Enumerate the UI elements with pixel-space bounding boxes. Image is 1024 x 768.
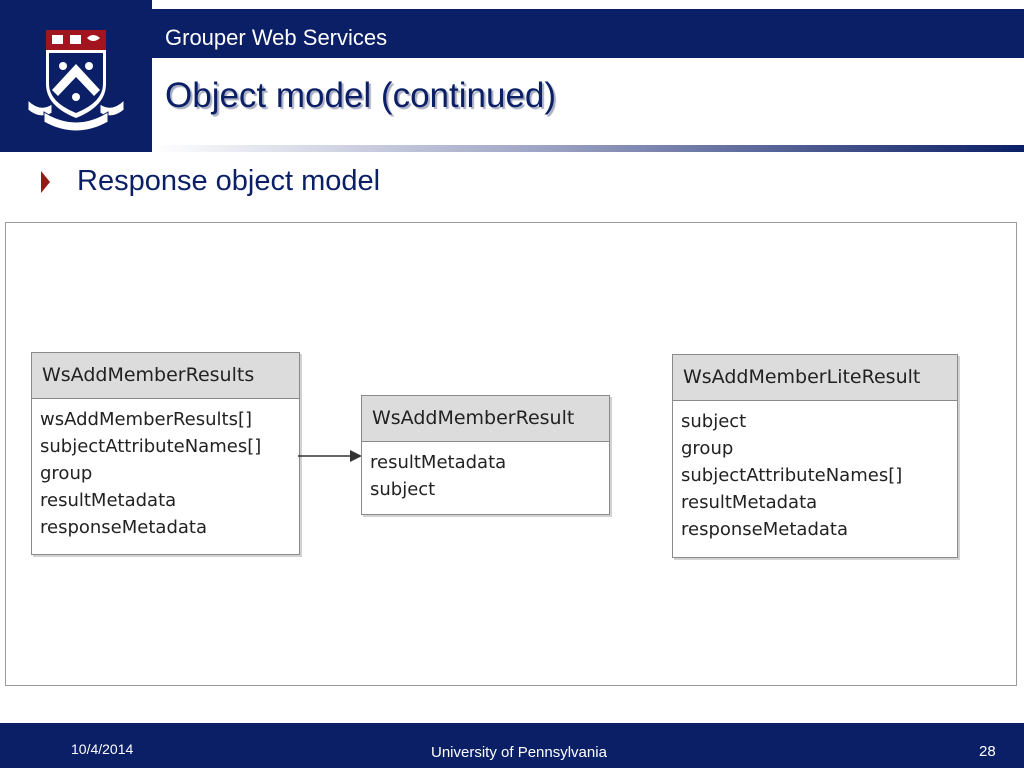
class-fields: wsAddMemberResults[] subjectAttributeNam… <box>32 399 299 548</box>
uml-class-ws-add-member-results: WsAddMemberResults wsAddMemberResults[] … <box>31 352 300 555</box>
footer-organization: University of Pennsylvania <box>431 744 607 761</box>
field: resultMetadata <box>40 490 177 511</box>
footer-date: 10/4/2014 <box>71 741 134 757</box>
field: subjectAttributeNames[] <box>40 436 262 457</box>
class-fields: resultMetadata subject <box>362 442 609 510</box>
title-rule <box>152 145 1024 152</box>
field: group <box>681 438 734 459</box>
class-name: WsAddMemberResult <box>362 396 609 442</box>
bullet-arrow-icon <box>41 171 50 193</box>
field: subject <box>370 479 436 500</box>
penn-shield-icon <box>27 30 125 132</box>
field: resultMetadata <box>370 452 507 473</box>
page-number: 28 <box>979 743 996 760</box>
slide-title: Object model (continued) <box>165 76 557 115</box>
course-title: Grouper Web Services <box>165 25 388 50</box>
field: subject <box>681 411 747 432</box>
header-band: Grouper Web Services <box>152 9 1024 58</box>
uml-diagram: WsAddMemberResults wsAddMemberResults[] … <box>5 222 1017 686</box>
class-name: WsAddMemberLiteResult <box>673 355 957 401</box>
uml-class-ws-add-member-result: WsAddMemberResult resultMetadata subject <box>361 395 610 515</box>
field: subjectAttributeNames[] <box>681 465 903 486</box>
field: wsAddMemberResults[] <box>40 409 253 430</box>
class-name: WsAddMemberResults <box>32 353 299 399</box>
field: resultMetadata <box>681 492 818 513</box>
uml-class-ws-add-member-lite-result: WsAddMemberLiteResult subject group subj… <box>672 354 958 558</box>
field: responseMetadata <box>681 519 848 540</box>
bullet-text: Response object model <box>77 165 381 197</box>
field: responseMetadata <box>40 517 207 538</box>
class-fields: subject group subjectAttributeNames[] re… <box>673 401 957 550</box>
association-arrow <box>298 450 362 462</box>
university-logo <box>0 0 152 152</box>
footer: 10/4/2014 University of Pennsylvania 28 <box>0 723 1024 768</box>
field: group <box>40 463 93 484</box>
